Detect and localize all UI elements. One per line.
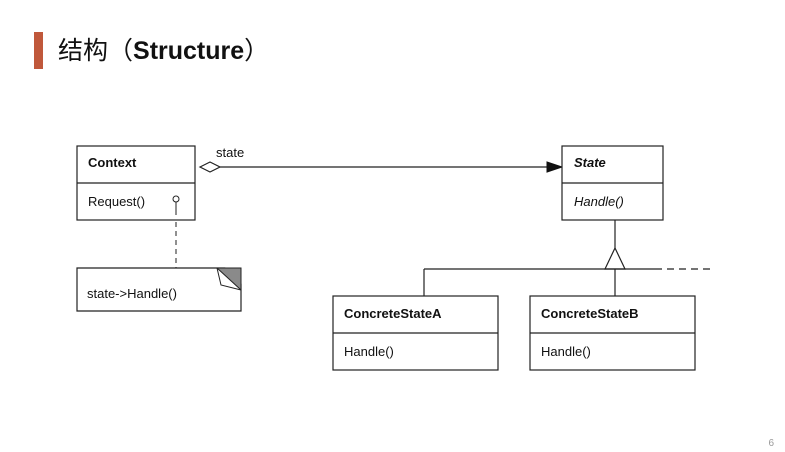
note-fold-icon: [216, 267, 242, 291]
page-number: 6: [768, 438, 774, 449]
concrete-state-a-class: ConcreteStateA Handle(): [332, 295, 499, 371]
concrete-state-a-name: ConcreteStateA: [344, 306, 442, 321]
context-method: Request(): [88, 194, 145, 209]
note-corner-fill: [215, 267, 242, 292]
association-arrowhead-icon: [546, 161, 564, 173]
context-class: Context Request(): [76, 145, 196, 221]
state-class-name: State: [574, 155, 606, 170]
title-open-paren: （: [108, 36, 134, 65]
concrete-state-b-method: Handle(): [541, 344, 591, 359]
state-method: Handle(): [574, 194, 624, 209]
association-label: state: [216, 145, 244, 160]
slide-title: 结构（Structure）: [58, 33, 269, 69]
title-english: Structure: [133, 37, 245, 65]
title-close-paren: ）: [244, 36, 270, 65]
inheritance-triangle-icon: [604, 246, 626, 270]
title-accent-bar: [34, 32, 43, 69]
note-text: state->Handle(): [87, 286, 177, 301]
state-class: State Handle(): [561, 145, 664, 221]
concrete-state-a-method: Handle(): [344, 344, 394, 359]
note: state->Handle(): [76, 267, 242, 312]
note-anchor-circle: [172, 195, 180, 203]
concrete-state-b-class: ConcreteStateB Handle(): [529, 295, 696, 371]
title-chinese: 结构: [58, 36, 109, 65]
context-class-name: Context: [88, 155, 137, 170]
aggregation-diamond-icon: [198, 161, 222, 173]
concrete-state-b-name: ConcreteStateB: [541, 306, 639, 321]
note-box: [76, 267, 242, 312]
